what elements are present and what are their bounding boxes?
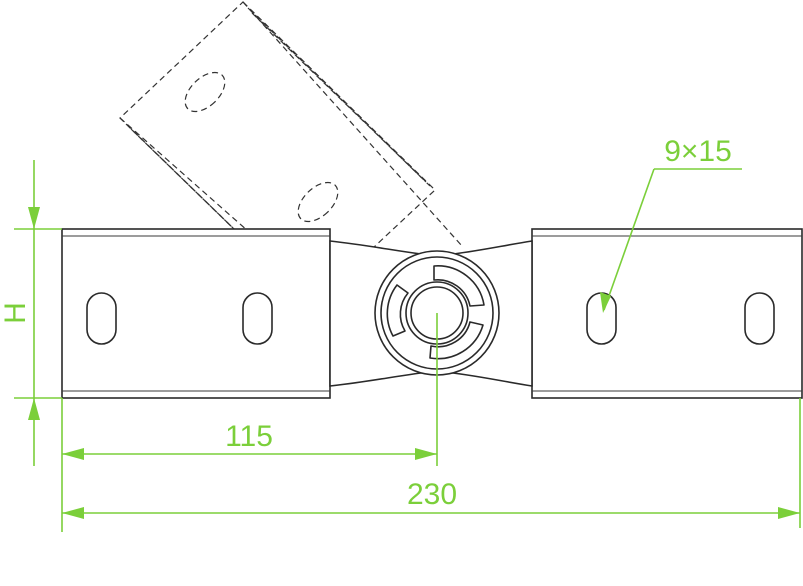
hub-arc-slot-bottom-right xyxy=(429,321,484,360)
height-label: H xyxy=(0,302,32,324)
rotated-arm-slot-2 xyxy=(297,181,339,223)
dimension-total-length: 230 xyxy=(62,398,801,528)
rotated-arm-outline xyxy=(119,1,436,306)
left-arm-slot-inner xyxy=(242,292,273,345)
total-length-arrow-right xyxy=(778,507,800,519)
left-arm-body xyxy=(61,228,331,399)
dimension-slot-callout: 9×15 xyxy=(600,135,742,313)
hub-arc-slot-top-right xyxy=(433,265,485,307)
hub-arc-slot-left xyxy=(386,284,409,337)
total-length-arrow-left xyxy=(62,507,84,519)
dimension-height: H xyxy=(0,160,62,466)
left-arm xyxy=(61,228,331,399)
height-arrow-bottom xyxy=(28,398,40,420)
dimension-half-length: 115 xyxy=(61,313,438,532)
half-length-arrow-right xyxy=(415,448,437,460)
total-length-label: 230 xyxy=(407,478,457,511)
slot-size-label: 9×15 xyxy=(664,135,732,168)
rotated-arm-slot-1 xyxy=(184,71,226,113)
right-arm-body xyxy=(531,228,803,399)
center-hub xyxy=(329,240,533,387)
half-length-label: 115 xyxy=(225,420,273,453)
half-length-arrow-left xyxy=(62,448,84,460)
right-arm-slot-outer xyxy=(744,292,775,345)
slot-callout-leader xyxy=(603,168,655,311)
left-arm-slot-outer xyxy=(86,292,117,345)
right-arm xyxy=(531,228,803,399)
slot-callout-arrow xyxy=(600,292,611,313)
rotated-arm-edge-right xyxy=(242,1,463,247)
height-arrow-top xyxy=(28,207,40,229)
rotated-arm-flange-top-2 xyxy=(251,12,427,183)
